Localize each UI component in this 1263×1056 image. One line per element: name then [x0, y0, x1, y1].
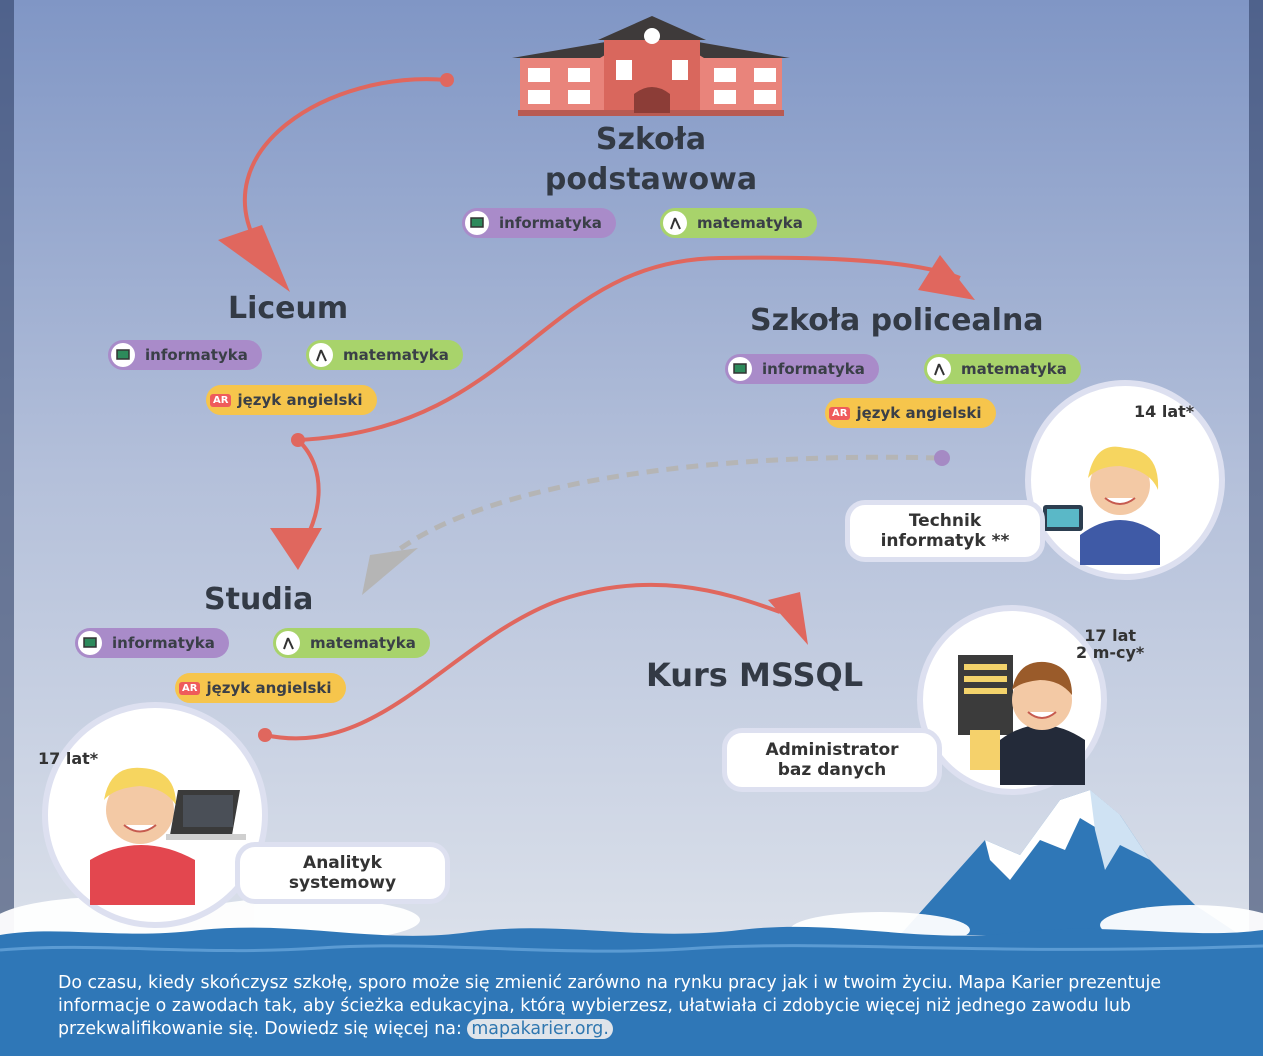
computer-icon [78, 631, 102, 655]
node-kurs-mssql-title: Kurs MSSQL [646, 656, 864, 694]
tag-jezyk-angielski: AR język angielski [825, 398, 996, 428]
tag-jezyk-angielski: AR język angielski [175, 673, 346, 703]
administrator-person-illustration [958, 655, 1085, 785]
analityk-person-illustration [90, 767, 246, 905]
mountain-illustration [900, 790, 1240, 935]
compass-icon [663, 211, 687, 235]
compass-icon [927, 357, 951, 381]
compass-icon [309, 343, 333, 367]
career-caption-analityk: Analityk systemowy [235, 842, 450, 904]
school-building-illustration [512, 16, 790, 116]
age-badge-technik: 14 lat* [1134, 402, 1195, 421]
tag-informatyka: informatyka [75, 628, 229, 658]
tag-informatyka: informatyka [108, 340, 262, 370]
language-icon: AR [210, 393, 232, 407]
technik-person-illustration [1043, 446, 1160, 565]
node-studia-title: Studia [204, 582, 314, 617]
career-caption-administrator: Administrator baz danych [722, 728, 942, 792]
career-caption-technik: Technik informatyk ** [845, 500, 1045, 562]
tag-informatyka: informatyka [725, 354, 879, 384]
age-badge-administrator: 17 lat 2 m-cy* [1076, 626, 1145, 662]
computer-icon [465, 211, 489, 235]
tag-matematyka: matematyka [273, 628, 430, 658]
footer-text: Do czasu, kiedy skończysz szkołę, sporo … [58, 973, 1162, 1039]
node-liceum-title: Liceum [228, 291, 349, 326]
tag-matematyka: matematyka [924, 354, 1081, 384]
mapakarier-link[interactable]: mapakarier.org. [467, 1019, 613, 1039]
language-icon: AR [179, 681, 201, 695]
career-path-arrows [243, 77, 961, 741]
computer-icon [728, 357, 752, 381]
node-szkola-podstawowa-title: Szkoła podstawowa [544, 122, 758, 197]
tag-informatyka: informatyka [462, 208, 616, 238]
node-szkola-policealna-title: Szkoła policealna [750, 303, 1044, 338]
tag-matematyka: matematyka [660, 208, 817, 238]
age-badge-analityk: 17 lat* [38, 749, 99, 768]
tag-matematyka: matematyka [306, 340, 463, 370]
language-icon: AR [829, 406, 851, 420]
computer-icon [111, 343, 135, 367]
compass-icon [276, 631, 300, 655]
tag-jezyk-angielski: AR język angielski [206, 385, 377, 415]
